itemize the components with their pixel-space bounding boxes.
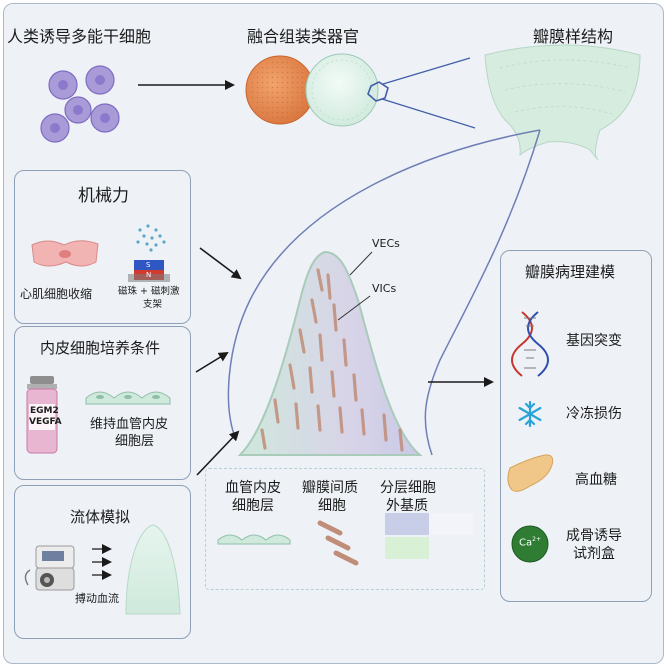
perfusion-pump-icon — [24, 545, 75, 591]
calcium-icon — [511, 525, 549, 563]
ipsc-cells — [40, 65, 120, 143]
fluid-title: 流体模拟 — [70, 508, 131, 526]
valve-like-structure — [484, 44, 641, 161]
organoid-label: 融合组装类器官 — [247, 27, 360, 46]
zoom-outline-right — [424, 129, 541, 456]
legend-endothelial-icon — [217, 534, 291, 545]
disease-item-genetic: 基因突变 — [566, 333, 622, 349]
cell-legend-box — [205, 468, 485, 590]
vecs-label: VECs — [372, 237, 400, 250]
zoom-outline-left — [227, 129, 541, 441]
pump-label: 搏动血流 — [75, 592, 119, 605]
disease-item-osteogenic-line1: 成骨诱导 — [566, 528, 622, 544]
pancreas-icon — [507, 454, 554, 492]
disease-item-hyperglycemia: 高血糖 — [575, 472, 617, 488]
magnet-s-label: S — [146, 261, 151, 269]
valve-leaflet-cross-section — [237, 250, 423, 456]
vial-label-egm2: EGM2 — [30, 406, 59, 416]
cardiomyocyte-icon — [31, 240, 99, 267]
fused-organoid — [245, 53, 389, 127]
legend-ecm-purple — [385, 513, 429, 535]
legend-endothelial-line2: 细胞层 — [232, 498, 274, 514]
disease-item-osteogenic-line2: 试剂盒 — [573, 546, 615, 562]
disease-title: 瓣膜病理建模 — [525, 263, 616, 281]
calcium-symbol: Ca2+ — [519, 536, 541, 549]
legend-vic-line1: 瓣膜间质 — [302, 480, 358, 496]
ipsc-label: 人类诱导多能干细胞 — [7, 27, 152, 46]
legend-ecm-line2: 外基质 — [386, 498, 428, 514]
vics-label: VICs — [372, 282, 397, 295]
maintain-label-line2: 细胞层 — [115, 434, 155, 449]
endothelial-title: 内皮细胞培养条件 — [40, 339, 161, 357]
dna-icon — [511, 311, 549, 377]
magnetic-beads-icon — [128, 224, 170, 282]
disease-item-cryo: 冷冻损伤 — [566, 406, 622, 422]
vial-label-vegfa: VEGFA — [29, 417, 62, 427]
maintain-label-line1: 维持血管内皮 — [90, 417, 169, 432]
legend-vic-line2: 细胞 — [318, 498, 346, 514]
media-vial-icon — [26, 376, 58, 454]
legend-ecm-line1: 分层细胞 — [380, 480, 436, 496]
legend-endothelial-line1: 血管内皮 — [225, 480, 281, 496]
magnet-n-label: N — [146, 271, 152, 279]
cardiomyocyte-label: 心肌细胞收缩 — [20, 287, 93, 301]
legend-vic-icon — [317, 520, 359, 566]
fluid-leaflet-icon — [125, 524, 181, 615]
legend-ecm-green — [385, 537, 429, 559]
magnetic-beads-label: 磁珠 + 磁刺激 — [118, 286, 180, 297]
mechanical-title: 机械力 — [78, 186, 129, 206]
scaffold-label: 支架 — [143, 299, 163, 310]
valve-structure-label: 瓣膜样结构 — [533, 27, 614, 46]
endothelial-cells-icon — [85, 391, 171, 405]
snowflake-icon — [518, 400, 542, 428]
